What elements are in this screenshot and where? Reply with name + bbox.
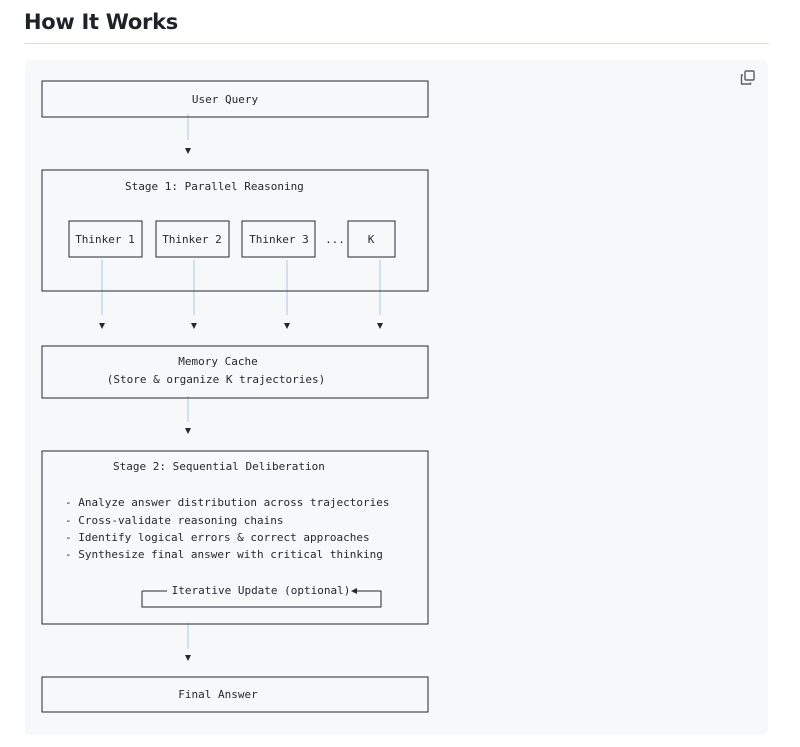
copy-icon	[740, 70, 755, 85]
stage2-item: - Identify logical errors & correct appr…	[65, 531, 370, 544]
user-query-box: User Query	[41, 80, 429, 118]
user-query-label: User Query	[192, 93, 259, 106]
arrow-down-icon	[185, 148, 191, 154]
section-heading: How It Works	[24, 10, 178, 34]
iterative-loop	[141, 590, 382, 608]
stage1-title: Stage 1: Parallel Reasoning	[125, 180, 304, 193]
arrowheads	[99, 148, 383, 661]
stage2-item: - Cross-validate reasoning chains	[65, 514, 284, 527]
thinker-label: Thinker 3	[249, 233, 309, 246]
stage1-box: Stage 1: Parallel Reasoning Thinker 1 Th…	[41, 169, 429, 292]
stage2-item: - Analyze answer distribution across tra…	[65, 496, 390, 509]
thinker-ellipsis: ...	[325, 233, 345, 246]
memory-cache-title: Memory Cache	[178, 355, 257, 368]
thinker-label: Thinker 2	[162, 233, 222, 246]
copy-button[interactable]	[736, 68, 760, 90]
thinker-box	[68, 220, 143, 258]
thinker-box	[155, 220, 230, 258]
memory-cache-subtitle: (Store & organize K trajectories)	[107, 373, 326, 386]
heading-divider	[24, 43, 769, 44]
iterative-update-label: Iterative Update (optional)	[172, 584, 351, 597]
ascii-diagram: User Query Stage 1: Parallel Reasoning T…	[41, 80, 429, 713]
thinker-label: K	[368, 233, 375, 246]
stage2-title: Stage 2: Sequential Deliberation	[113, 460, 325, 473]
stage2-box: Stage 2: Sequential Deliberation - Analy…	[41, 450, 429, 625]
arrow-down-icon	[191, 323, 197, 329]
arrow-down-icon	[99, 323, 105, 329]
arrow-down-icon	[377, 323, 383, 329]
arrow-down-icon	[185, 655, 191, 661]
final-answer-box: Final Answer	[41, 676, 429, 713]
final-answer-label: Final Answer	[178, 688, 258, 701]
arrow-down-icon	[185, 428, 191, 434]
arrow-down-icon	[284, 323, 290, 329]
thinker-box	[347, 220, 396, 258]
memory-cache-box: Memory Cache (Store & organize K traject…	[41, 345, 429, 399]
stage2-item: - Synthesize final answer with critical …	[65, 548, 383, 561]
connector-lines	[101, 114, 381, 649]
thinker-label: Thinker 1	[75, 233, 135, 246]
thinker-box	[241, 220, 316, 258]
arrow-left-icon	[351, 588, 357, 594]
